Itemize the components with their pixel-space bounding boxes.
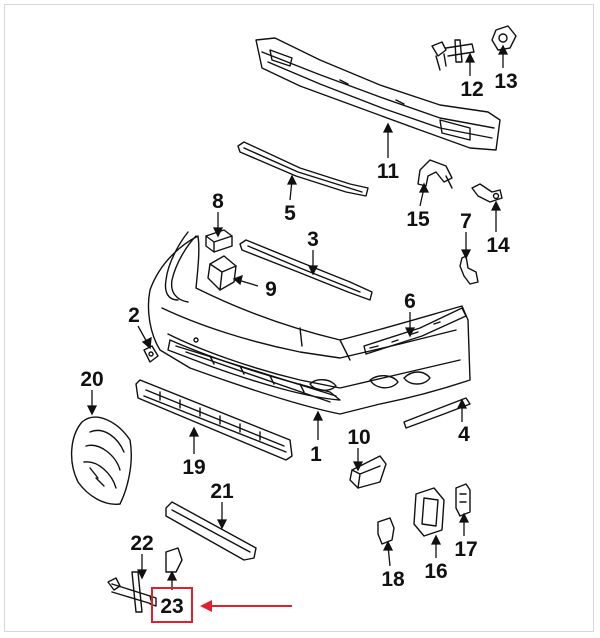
part-14-clip: [471, 183, 503, 203]
callout-8: 8: [212, 190, 224, 213]
highlight-box: [151, 587, 193, 623]
leader-lines: [86, 44, 509, 590]
part-18-cap: [377, 517, 395, 545]
part-22-small-clip: [165, 547, 183, 573]
part-2-clip: [143, 345, 159, 363]
part-4-lower-molding: [403, 397, 471, 429]
callout-10: 10: [347, 426, 370, 449]
part-1-bumper-cover: [147, 231, 471, 415]
callout-22: 22: [130, 532, 153, 555]
part-11-reinforcement-bar: [255, 37, 501, 151]
part-10-bracket: [349, 455, 387, 489]
highlight-arrow-head: [200, 600, 212, 612]
callout-12: 12: [460, 78, 483, 101]
callout-17: 17: [454, 538, 477, 561]
diagram-frame: [4, 4, 594, 632]
part-15-bracket: [417, 159, 453, 189]
part-9-block: [207, 255, 237, 291]
part-13-plate-nut: [491, 25, 517, 51]
callout-2: 2: [128, 304, 140, 327]
part-17-bracket: [455, 483, 471, 517]
callout-21: 21: [210, 480, 234, 503]
callout-9: 9: [265, 278, 277, 301]
part-23-bracket: [107, 571, 157, 613]
callout-13: 13: [494, 70, 517, 93]
callout-1: 1: [310, 443, 322, 466]
callout-6: 6: [404, 290, 416, 313]
callout-18: 18: [381, 568, 405, 591]
part-3-upper-molding: [239, 239, 373, 301]
part-6-side-molding: [363, 307, 467, 355]
callout-4: 4: [458, 423, 470, 446]
part-16-air-duct: [413, 487, 445, 537]
callout-5: 5: [284, 202, 296, 225]
part-5-upper-strip: [237, 141, 369, 197]
callout-14: 14: [486, 234, 510, 257]
part-20-lamp-lens: [70, 416, 132, 505]
callout-3: 3: [307, 228, 319, 251]
callout-19: 19: [182, 456, 205, 479]
callout-11: 11: [377, 160, 400, 183]
callout-7: 7: [460, 210, 472, 233]
callout-labels: 1 2 3 4 5 6 7 8 9 10 11 12 13 14 15 16 1…: [80, 70, 517, 618]
highlight-23: [151, 587, 292, 623]
callout-20: 20: [80, 368, 103, 391]
part-19-grille: [135, 379, 293, 461]
part-7-hook: [459, 255, 479, 285]
part-21-lower-strip: [165, 501, 257, 561]
part-8-pad: [205, 229, 233, 253]
callout-16: 16: [424, 560, 447, 583]
callout-23: 23: [160, 595, 183, 618]
part-12-fastener: [431, 39, 475, 71]
callout-15: 15: [406, 208, 430, 231]
